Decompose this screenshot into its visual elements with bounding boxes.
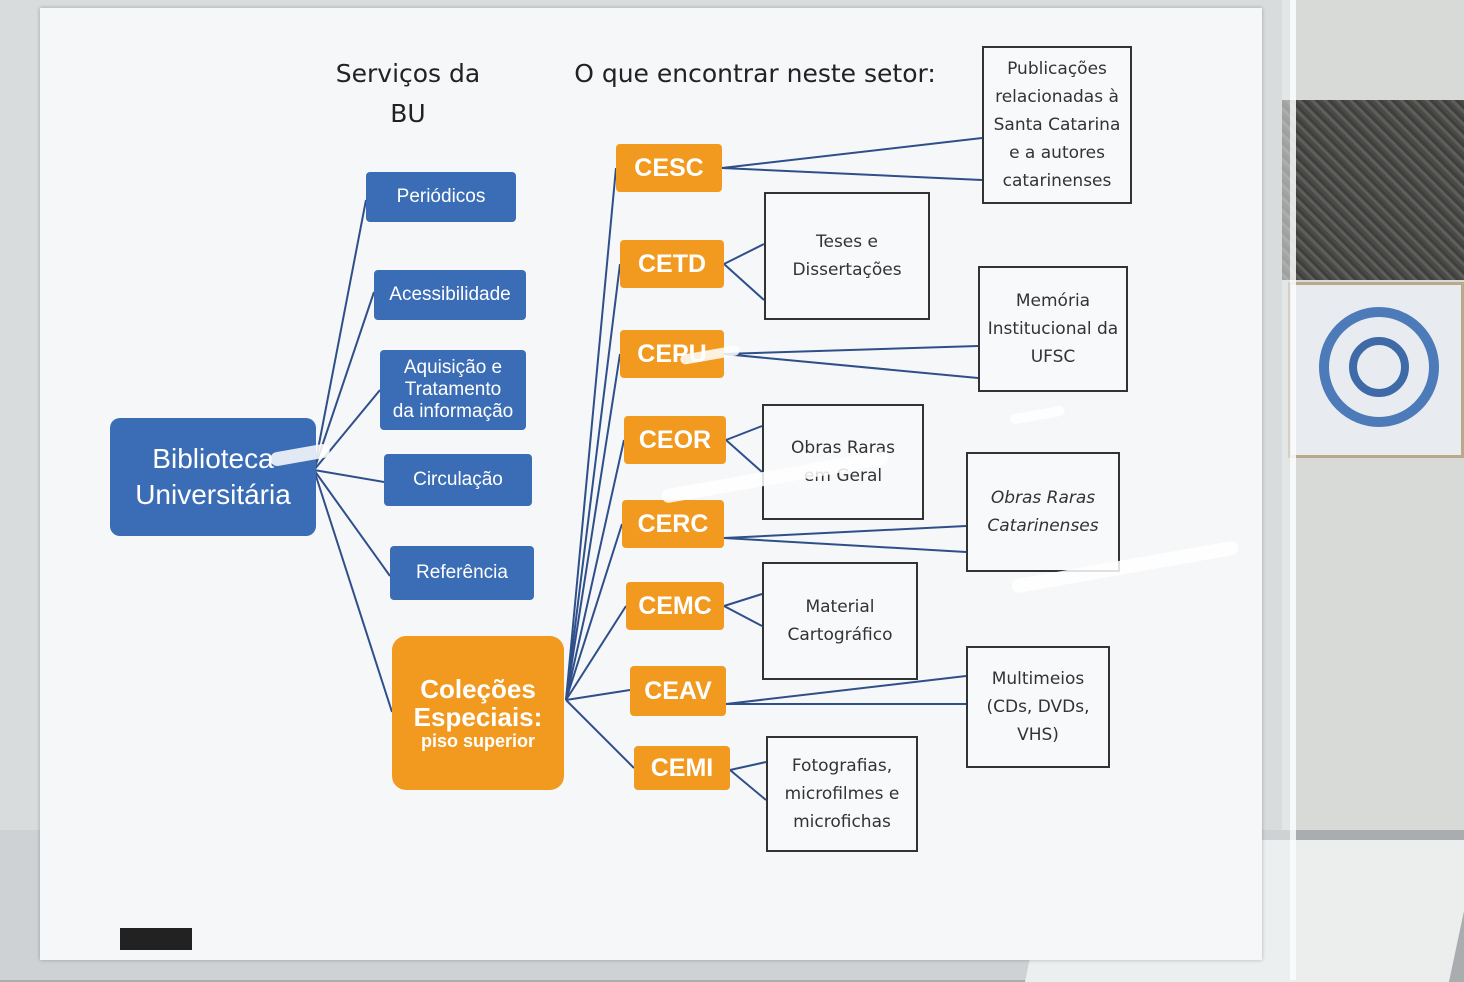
special-sub: piso superior (420, 731, 536, 751)
sector-connector (565, 167, 617, 701)
callout-pointer (723, 263, 765, 301)
description-cerc: Obras Raras Catarinenses (966, 452, 1120, 572)
description-cesc: Publicações relacionadas à Santa Catarin… (982, 46, 1132, 204)
callout-pointer (723, 243, 765, 265)
license-logo (120, 928, 192, 950)
root-connector (313, 291, 375, 471)
sector-code: CEMC (638, 591, 712, 620)
callout-pointer (725, 675, 967, 705)
callout-pointer (723, 353, 979, 379)
root-line-2: Universitária (135, 479, 291, 510)
root-node-biblioteca: Biblioteca Universitária (110, 418, 316, 536)
sector-heading: O que encontrar neste setor: (574, 59, 936, 88)
service-label: Circulação (413, 469, 503, 490)
callout-pointer (723, 593, 763, 607)
sector-code: CERC (637, 509, 709, 538)
sector-node-cetd: CETD (620, 240, 724, 288)
sector-code: CEAV (644, 676, 712, 705)
granite-panel (1282, 100, 1464, 280)
description-text: Memória Institucional da UFSC (987, 291, 1119, 367)
sector-connector (565, 263, 621, 701)
footer-fine-print (210, 930, 650, 944)
sector-code: CETD (637, 249, 707, 278)
description-ceav: Multimeios (CDs, DVDs, VHS) (966, 646, 1110, 768)
sector-connector (565, 689, 631, 701)
root-connector (313, 469, 391, 577)
root-connector (313, 199, 367, 471)
special-line-2: Especiais: (413, 702, 543, 732)
description-text: Obras Raras Catarinenses (987, 488, 1099, 536)
callout-pointer (729, 769, 767, 801)
callout-pointer (725, 425, 763, 441)
description-cemc: Material Cartográfico (762, 562, 918, 680)
callout-pointer (729, 761, 767, 771)
service-node-aquisicao: Aquisição e Tratamento da informação (380, 350, 526, 430)
sector-connector (565, 523, 623, 701)
sector-connector (565, 439, 625, 701)
sector-code: CEOR (638, 425, 712, 454)
sector-connector (565, 699, 635, 769)
services-heading: Serviços da BU (335, 59, 481, 128)
sector-node-cemi: CEMI (634, 746, 730, 790)
callout-pointer (723, 605, 763, 627)
service-label: Aquisição e Tratamento da informação (392, 357, 514, 422)
description-cemi: Fotografias, microfilmes e microfichas (766, 736, 918, 852)
sector-node-cesc: CESC (616, 144, 722, 192)
root-line-1: Biblioteca (152, 443, 274, 474)
root-connector (313, 469, 393, 713)
description-text: Teses e Dissertações (792, 232, 902, 280)
description-text: Material Cartográfico (787, 597, 893, 645)
sector-node-cerc: CERC (622, 500, 724, 548)
description-text: Multimeios (CDs, DVDs, VHS) (986, 669, 1090, 745)
service-label: Referência (416, 562, 508, 583)
sector-node-ceor: CEOR (624, 416, 726, 464)
service-node-acessibilidade: Acessibilidade (374, 270, 526, 320)
service-node-periodicos: Periódicos (366, 172, 516, 222)
description-cepu: Memória Institucional da UFSC (978, 266, 1128, 392)
description-text: Fotografias, microfilmes e microfichas (784, 756, 900, 832)
description-text: Publicações relacionadas à Santa Catarin… (993, 59, 1121, 191)
service-node-circulacao: Circulação (384, 454, 532, 506)
service-label: Periódicos (396, 186, 486, 207)
sector-code: CESC (634, 153, 704, 182)
callout-pointer (723, 537, 967, 553)
sector-code: CEMI (650, 753, 714, 782)
special-collections-node: Coleções Especiais: piso superior (392, 636, 564, 790)
callout-pointer (723, 345, 979, 355)
callout-pointer (721, 167, 983, 181)
service-label: Acessibilidade (389, 284, 511, 305)
sector-node-ceav: CEAV (630, 666, 726, 716)
callout-pointer (723, 525, 967, 539)
sector-connector (565, 353, 621, 701)
tile-pattern-inner (1349, 337, 1409, 397)
callout-pointer (721, 137, 983, 169)
root-connector (313, 469, 385, 483)
description-cetd: Teses e Dissertações (764, 192, 930, 320)
sector-connector (565, 605, 627, 701)
special-line-1: Coleções (420, 674, 536, 704)
callout-pointer (725, 439, 763, 473)
sector-node-cemc: CEMC (626, 582, 724, 630)
tile-pattern-outer (1319, 307, 1439, 427)
service-node-referencia: Referência (390, 546, 534, 600)
root-connector (313, 389, 381, 471)
